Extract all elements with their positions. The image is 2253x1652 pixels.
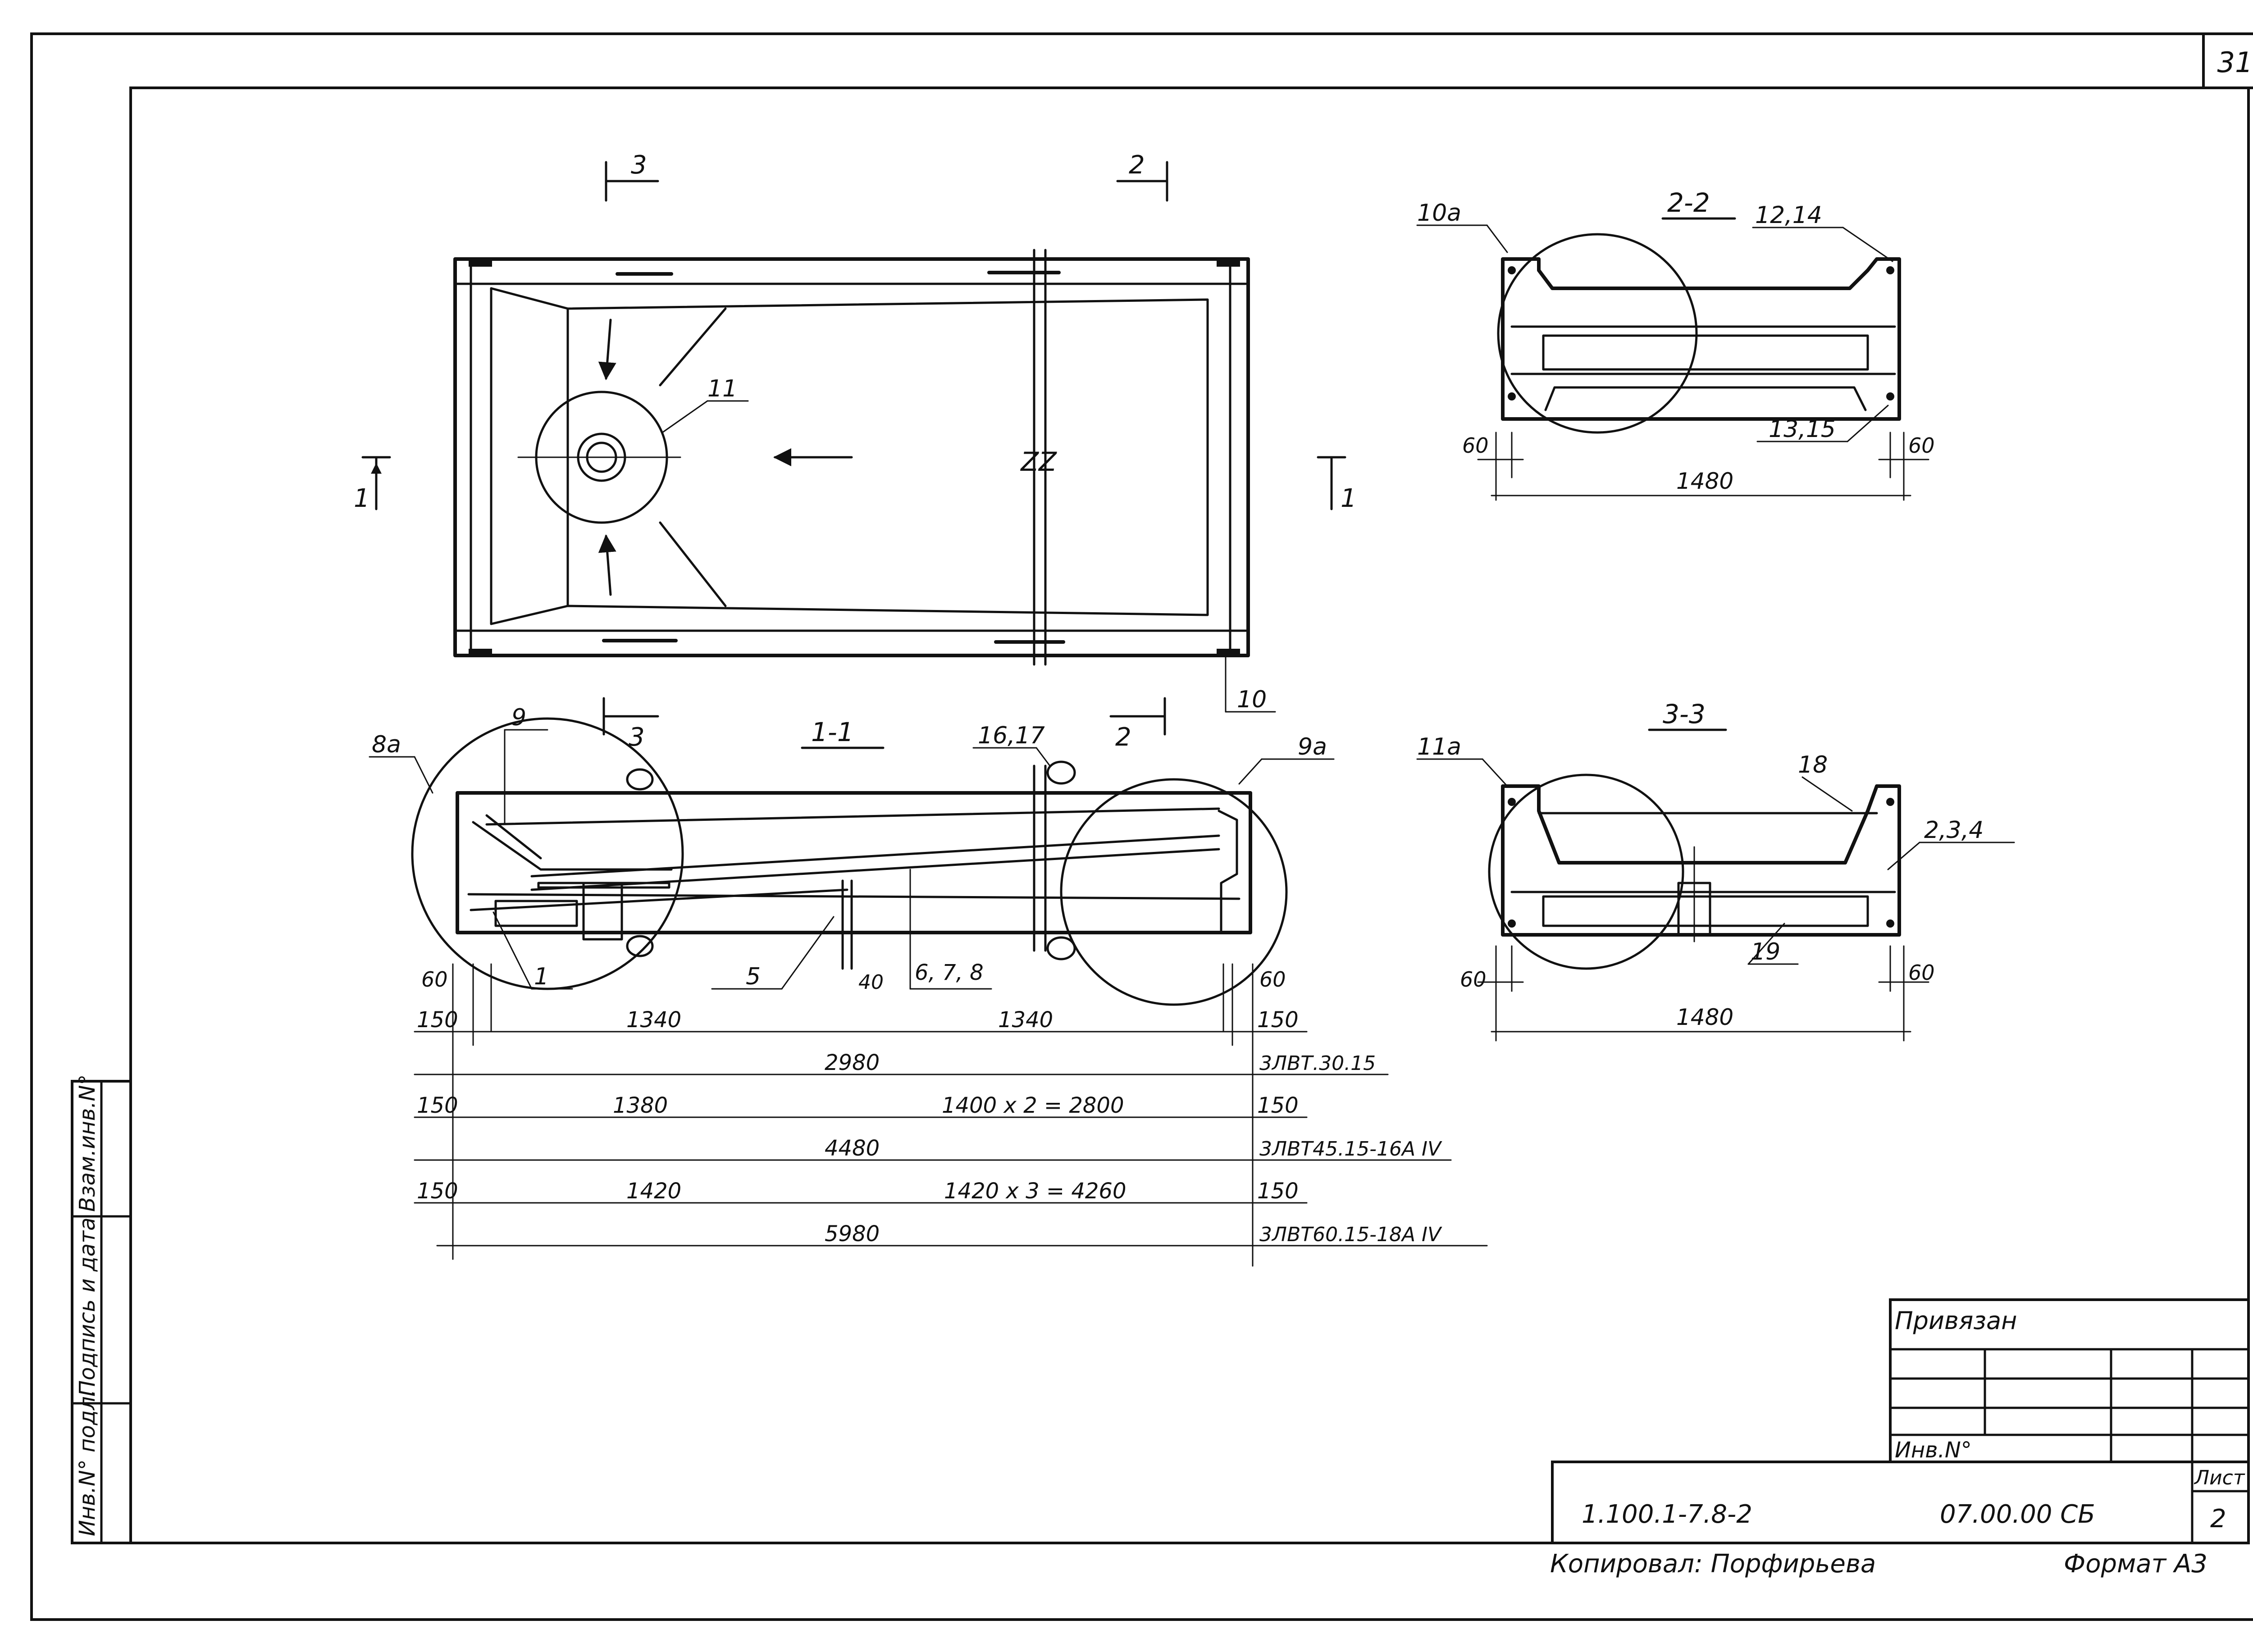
callout-5: 5: [746, 963, 761, 990]
title-list-value: 2: [2210, 1504, 2226, 1534]
dimension-table: 150 1340 1340 150 2980 3ЛВТ.30.15 150 13…: [414, 963, 1488, 1267]
row3-mid1: 1420: [626, 1179, 681, 1204]
row1-mid2: 1340: [998, 1007, 1053, 1033]
dim-60-right-2-2: 60: [1908, 433, 1935, 458]
left-strip: Инв.N° подл. Подпись и дата Взам.инв.N°: [71, 1074, 132, 1544]
section-mark-left: 1: [354, 484, 370, 513]
callout-9a: 9a: [1298, 733, 1327, 760]
row2-mid2: 1400 x 2 = 2800: [942, 1093, 1124, 1118]
strip-podpis: Подпись и дата: [75, 1217, 100, 1397]
callout-11a: 11a: [1417, 733, 1461, 760]
callout-1: 1: [534, 963, 549, 990]
callout-10: 10: [1237, 686, 1267, 713]
section-1-1: 1-1 9 8a: [369, 704, 1335, 1006]
dim-60-left-1-1: 60: [421, 967, 448, 992]
strip-inv-podl: Инв.N° подл.: [75, 1389, 100, 1536]
callout-10a: 10a: [1417, 200, 1461, 227]
detail-circle-11a: [1488, 774, 1684, 970]
dim-60-left-2-2: 60: [1462, 433, 1489, 458]
title-list-label: Лист: [2194, 1466, 2245, 1489]
inner-frame: [129, 86, 2250, 1544]
dim-60-right-3-3: 60: [1908, 960, 1935, 985]
title-code: 07.00.00 СБ: [1940, 1500, 2095, 1529]
footer-copied: Копировал: Порфирьева: [1550, 1549, 1876, 1579]
callout-8a: 8a: [372, 731, 401, 758]
plan-outline: [453, 257, 1250, 657]
sheet-corner-number: 31: [2217, 46, 2253, 79]
detail-circle-9a: [1060, 778, 1288, 1006]
section-mark-top-left: 3: [631, 150, 647, 180]
title-inv-no: Инв.N°: [1895, 1438, 1972, 1463]
strip-vzam: Взам.инв.N°: [75, 1074, 100, 1212]
section-2-2-title: 2-2: [1667, 187, 1710, 218]
callout-12-14: 12,14: [1755, 202, 1822, 229]
row2-mark: 3ЛВТ45.15-16А IV: [1259, 1138, 1442, 1160]
row3-left: 150: [417, 1179, 458, 1204]
title-designation: 1.100.1-7.8-2: [1582, 1500, 1752, 1529]
callout-11: 11: [707, 375, 737, 402]
dim-60-right-1-1: 60: [1259, 967, 1286, 992]
row3-right: 150: [1257, 1179, 1299, 1204]
row2-left: 150: [417, 1093, 458, 1118]
footer-format: Формат А3: [2064, 1549, 2207, 1579]
dim-40: 40: [858, 971, 884, 994]
plan-view: ZZ 11 10 1 1 3 2 3: [354, 150, 1357, 752]
row2-mid1: 1380: [613, 1093, 668, 1118]
title-block: Привязан Инв.N° 1.100.1-7.8-2 07.00.00 С…: [1551, 1298, 2250, 1544]
row3-mid2: 1420 x 3 = 4260: [944, 1179, 1126, 1204]
outer-frame: [30, 32, 2253, 1621]
section-mark-bottom-right: 2: [1115, 723, 1131, 752]
callout-13-15: 13,15: [1769, 416, 1836, 443]
callout-16-17: 16,17: [978, 722, 1045, 749]
row1-mid1: 1340: [626, 1007, 681, 1033]
callout-2-3-4: 2,3,4: [1924, 817, 1984, 844]
row3-total: 5980: [825, 1221, 880, 1247]
section-1-1-title: 1-1: [811, 717, 854, 747]
section-mark-top-right: 2: [1129, 150, 1145, 180]
callout-18: 18: [1798, 751, 1828, 778]
row2-total: 4480: [825, 1136, 880, 1161]
corner-number-box: [2202, 32, 2253, 89]
title-privyazan: Привязан: [1895, 1306, 2017, 1335]
row3-mark: 3ЛВТ60.15-18А IV: [1259, 1223, 1442, 1246]
dim-1480-3-3: 1480: [1676, 1004, 1733, 1030]
section-mark-right: 1: [1341, 484, 1357, 513]
callout-6-7-8: 6, 7, 8: [915, 960, 984, 985]
callout-9: 9: [511, 704, 526, 731]
row1-right: 150: [1257, 1007, 1299, 1033]
dim-1480-2-2: 1480: [1676, 468, 1733, 494]
dim-60-left-3-3: 60: [1460, 967, 1487, 992]
row1-total: 2980: [825, 1050, 880, 1075]
plan-break-mark: ZZ: [1020, 446, 1057, 477]
row1-mark: 3ЛВТ.30.15: [1259, 1052, 1376, 1075]
callout-19: 19: [1751, 938, 1780, 965]
row1-left: 150: [417, 1007, 458, 1033]
detail-circle-8a: [411, 717, 684, 990]
section-3-3: 3-3 11a 18 2,3,4 19 60 60 1480: [1416, 699, 2015, 1042]
section-3-3-title: 3-3: [1663, 699, 1706, 729]
row2-right: 150: [1257, 1093, 1299, 1118]
section-2-2: 2-2 10a 12,14 13,15 60 60 1480: [1416, 187, 1935, 501]
detail-circle-10a: [1497, 233, 1698, 434]
